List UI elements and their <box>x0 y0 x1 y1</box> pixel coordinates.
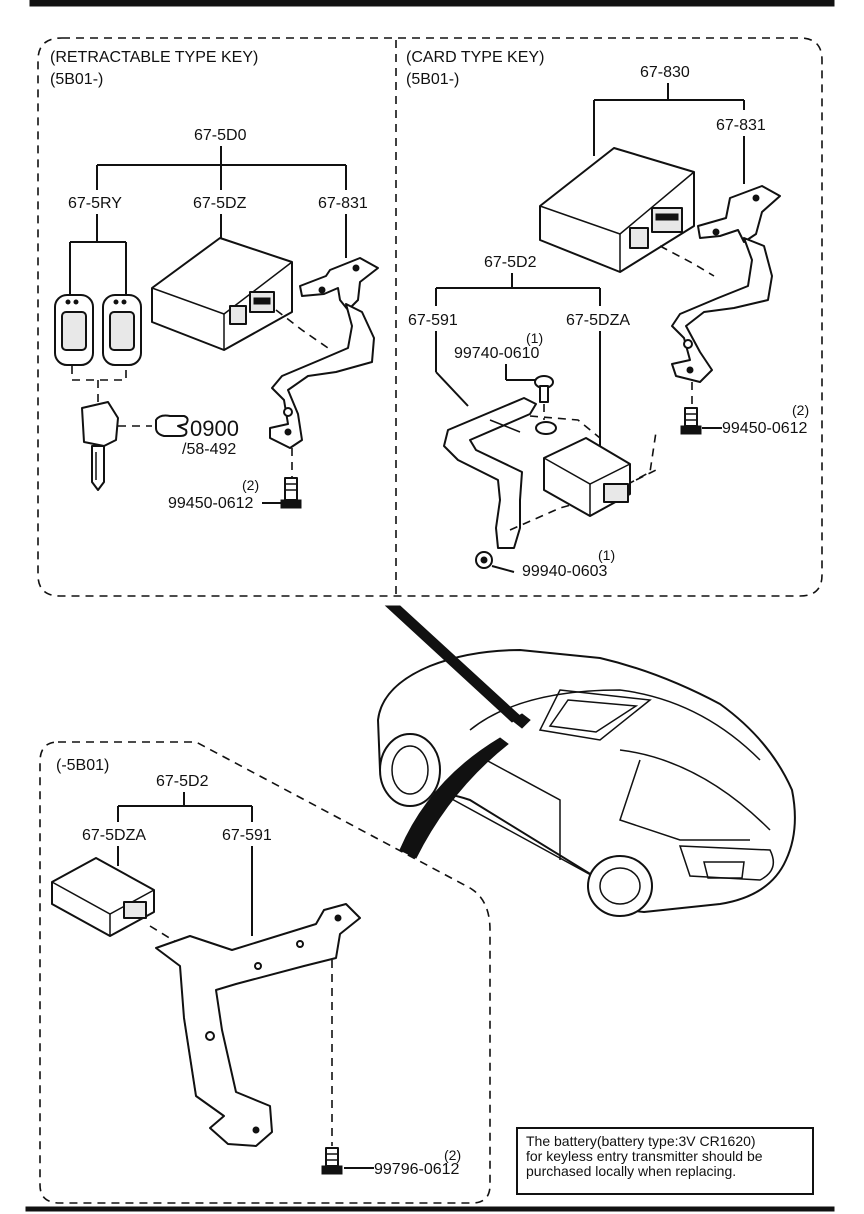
key-fob-left <box>54 294 94 366</box>
label-99450-0612-right: 99450-0612 <box>722 420 808 437</box>
lower-panel-border <box>39 741 491 1204</box>
label-67-591-bottom: 67-591 <box>222 827 272 844</box>
bolt-icon <box>280 477 302 509</box>
label-67-5D0: 67-5D0 <box>194 127 247 144</box>
left-subheading: (5B01-) <box>50 71 103 88</box>
note-line-2: for keyless entry transmitter should be <box>526 1148 763 1164</box>
leader-line <box>635 469 657 481</box>
callout-pointer-lower <box>399 737 509 859</box>
note-line-1: The battery(battery type:3V CR1620) <box>526 1133 756 1149</box>
callout-pointer-upper <box>384 605 521 723</box>
battery-note: The battery(battery type:3V CR1620) for … <box>516 1127 814 1195</box>
label-screw-qty: (1) <box>526 330 543 346</box>
label-bolt-qty-right: (2) <box>792 402 809 418</box>
label-key-ref-code: 0900 <box>190 416 239 441</box>
key-blade <box>81 401 119 491</box>
leader-line <box>491 565 515 573</box>
left-heading: (RETRACTABLE TYPE KEY) <box>50 49 258 66</box>
label-99940-0603: 99940-0603 <box>522 563 608 580</box>
label-67-5DZA-right: 67-5DZA <box>566 312 630 329</box>
label-bolt-qty-bottom: (2) <box>444 1147 461 1163</box>
screw-icon <box>534 375 554 403</box>
label-67-5D2-right: 67-5D2 <box>484 254 537 271</box>
label-bolt-qty-left: (2) <box>242 477 259 493</box>
upper-panel-border <box>37 37 823 597</box>
label-nut-qty: (1) <box>598 547 615 563</box>
label-99450-0612-left: 99450-0612 <box>168 495 254 512</box>
card-key-control-unit <box>539 147 695 273</box>
label-99796-0612: 99796-0612 <box>374 1161 460 1178</box>
label-67-5DZA-bottom: 67-5DZA <box>82 827 146 844</box>
leader-line <box>659 245 715 277</box>
top-rule <box>29 0 835 7</box>
bottom-heading: (-5B01) <box>56 757 109 774</box>
module-bracket-left <box>269 257 379 449</box>
label-67-830: 67-830 <box>640 64 690 81</box>
vehicle-illustration <box>377 649 796 917</box>
label-99740-0610: 99740-0610 <box>454 345 540 362</box>
label-key-ref-page: /58-492 <box>182 441 236 458</box>
leader-line <box>149 925 177 943</box>
module-bracket-591-bottom <box>155 903 361 1147</box>
nut-icon <box>475 551 493 569</box>
reference-hand-icon <box>155 414 189 437</box>
bottom-rule <box>25 1206 835 1212</box>
label-67-591-right: 67-591 <box>408 312 458 329</box>
label-67-831-right: 67-831 <box>716 117 766 134</box>
keyless-module-5dza-right <box>543 437 631 517</box>
right-heading: (CARD TYPE KEY) <box>406 49 544 66</box>
note-line-3: purchased locally when replacing. <box>526 1163 737 1179</box>
module-bracket-right <box>671 185 781 383</box>
label-67-5RY: 67-5RY <box>68 195 122 212</box>
right-subheading: (5B01-) <box>406 71 459 88</box>
keyless-control-module <box>151 237 293 351</box>
module-bracket-591-right <box>443 397 557 549</box>
label-67-831-left: 67-831 <box>318 195 368 212</box>
leader-line <box>275 309 329 349</box>
leader-line <box>71 366 127 381</box>
leader-line <box>435 371 469 407</box>
label-67-5D2-bottom: 67-5D2 <box>156 773 209 790</box>
bolt-icon <box>321 1147 343 1175</box>
label-67-5DZ: 67-5DZ <box>193 195 247 212</box>
bolt-icon <box>680 407 702 435</box>
leader-line <box>529 415 601 439</box>
key-fob-right <box>102 294 142 366</box>
keyless-module-5dza-bottom <box>51 857 155 937</box>
